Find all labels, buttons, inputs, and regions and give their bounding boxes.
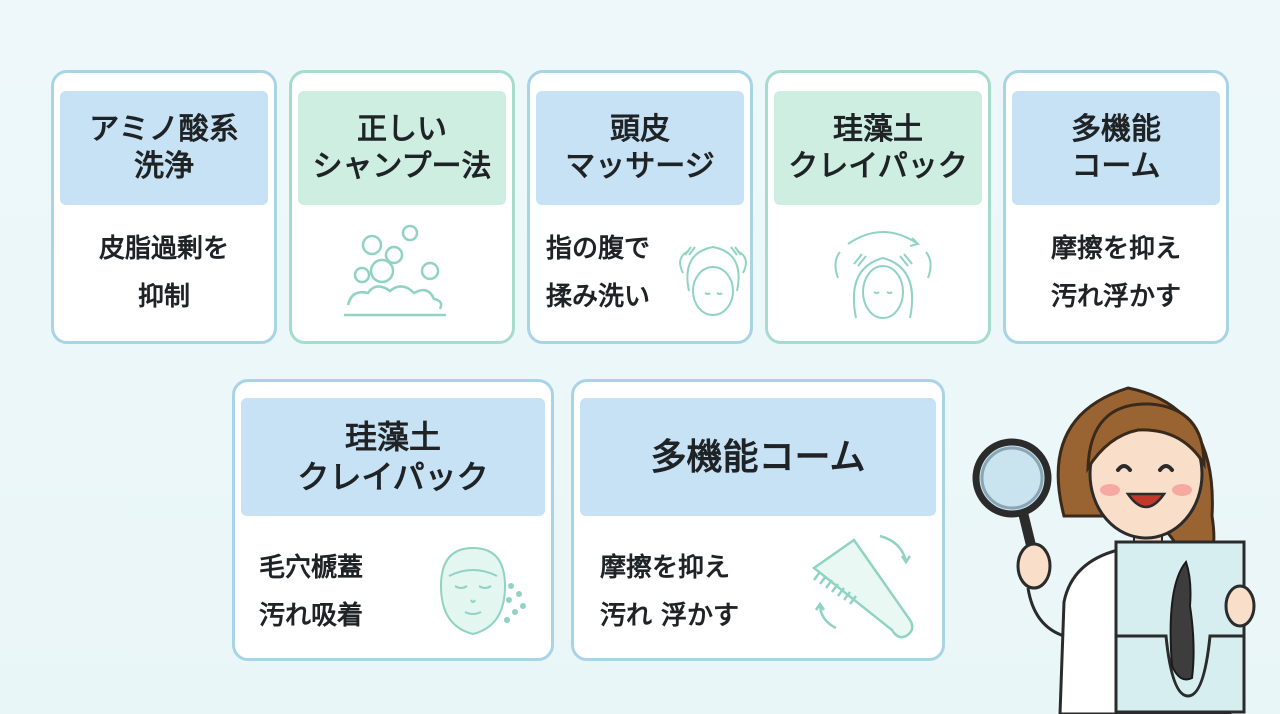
card-title-line: コーム [1071,149,1161,184]
card-body-line: 揉み洗い [546,282,651,312]
card-title-line: 頭皮 [610,111,670,147]
card-multi-comb: 多機能コーム 摩擦を抑え 汚れ 浮かす [571,379,945,661]
card-body-line: 指の腹で [546,234,651,264]
card-title: 多機能コーム [580,398,936,516]
comb-icon [811,534,914,639]
card-title: 正しい シャンプー法 [298,91,506,205]
bubbles-icon [344,224,446,317]
card-title-line: 多機能 [1071,111,1161,147]
card-title: 珪藻土 クレイパック [241,398,545,516]
card-title: 多機能 コーム [1012,91,1220,205]
card-diatomite-clay-pack-top: 珪藻土 クレイパック [765,70,991,344]
card-title-line: 多機能コーム [650,436,866,478]
card-body-line: 抑制 [137,282,190,312]
scientist-illustration [972,386,1256,714]
card-body: 皮脂過剰を 抑制 [54,225,274,341]
card-title-line: 洗浄 [134,149,194,184]
card-diatomite-clay-pack: 珪藻土 クレイパック 毛穴榹蓋 汚れ吸着 [232,379,554,661]
card-amino-acid-wash: アミノ酸系 洗浄 皮脂過剰を 抑制 [51,70,277,344]
card-body: 毛穴榹蓋 汚れ吸着 [259,544,551,658]
card-body-line: 汚れ 浮かす [600,601,740,631]
card-title-line: クレイパック [788,149,968,184]
card-multi-comb-top: 多機能 コーム 摩擦を抑え 汚れ浮かす [1003,70,1229,344]
card-body-line: 摩擦を抑え [600,553,731,583]
card-body: 摩擦を抑え 汚れ浮かす [1006,225,1226,341]
card-title: アミノ酸系 洗浄 [60,91,268,205]
card-title: 頭皮 マッサージ [536,91,744,205]
card-title: 珪藻土 クレイパック [774,91,982,205]
card-title-line: アミノ酸系 [89,111,239,147]
card-body-line: 汚れ吸着 [259,601,364,631]
card-scalp-massage: 頭皮 マッサージ 指の腹で 揉み洗い [527,70,753,344]
card-body-line: 摩擦を抑え [1050,234,1181,264]
card-title-line: 珪藻土 [833,111,923,147]
card-body: 指の腹で 揉み洗い [546,225,750,341]
card-title-line: 正しい [357,111,447,147]
card-body-line: 汚れ浮かす [1050,282,1181,312]
card-body-line: 毛穴榹蓋 [259,553,364,583]
card-title-line: シャンプー法 [312,149,492,184]
card-body: 摩擦を抑え 汚れ 浮かす [600,544,942,658]
head-massage-icon [679,245,747,316]
card-title-line: マッサージ [565,149,715,184]
head-massage-arrows-icon [834,231,932,319]
card-title-line: クレイパック [297,458,489,496]
card-title-line: 珪藻土 [344,418,441,456]
card-body-line: 皮脂過剰を [98,234,229,264]
face-mask-icon [439,546,526,636]
card-shampoo-method: 正しい シャンプー法 [289,70,515,344]
